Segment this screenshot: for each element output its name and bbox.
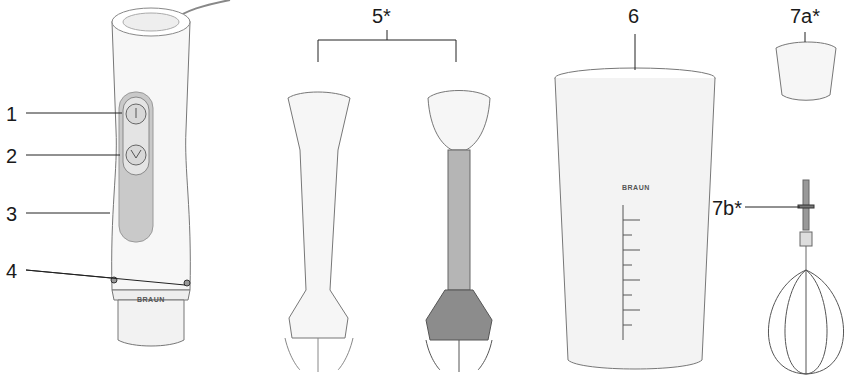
blade-guard (285, 338, 353, 372)
base (118, 300, 184, 346)
metal-shaft-top (428, 91, 490, 151)
leader-line (805, 32, 806, 42)
callout-number: 4 (6, 261, 17, 281)
leader-lines (26, 113, 185, 285)
button-symbols (131, 108, 141, 158)
button-frame (123, 97, 149, 175)
beaker-scale (623, 205, 640, 340)
leader-line (745, 207, 800, 208)
callout-number: 1 (6, 104, 17, 124)
metal-guard (426, 340, 492, 372)
plastic-shaft (288, 92, 350, 338)
whisk-stem (806, 246, 807, 270)
handle-top (112, 8, 190, 36)
beaker (555, 78, 715, 369)
button-panel (119, 92, 153, 242)
brand-logo: BRAUN (622, 184, 650, 191)
brand-logo: BRAUN (137, 296, 165, 303)
whisk-ring (798, 205, 814, 208)
whisk-wires (768, 270, 843, 374)
callout-number: 7a* (790, 6, 820, 26)
motor-handle (112, 12, 191, 291)
callout-number: 7b* (712, 198, 742, 218)
button-2 (126, 145, 146, 165)
bracket (318, 30, 456, 62)
callout-number: 6 (628, 6, 639, 26)
callout-number: 2 (6, 146, 17, 166)
callout-number: 3 (6, 204, 17, 224)
whisk-gearbox (776, 42, 836, 100)
metal-shaft (448, 150, 470, 290)
callout-number: 5* (372, 6, 391, 26)
leader-line (635, 34, 636, 70)
metal-bell (426, 290, 492, 340)
whisk-collar (800, 232, 812, 246)
handle-top-inner (123, 13, 179, 31)
